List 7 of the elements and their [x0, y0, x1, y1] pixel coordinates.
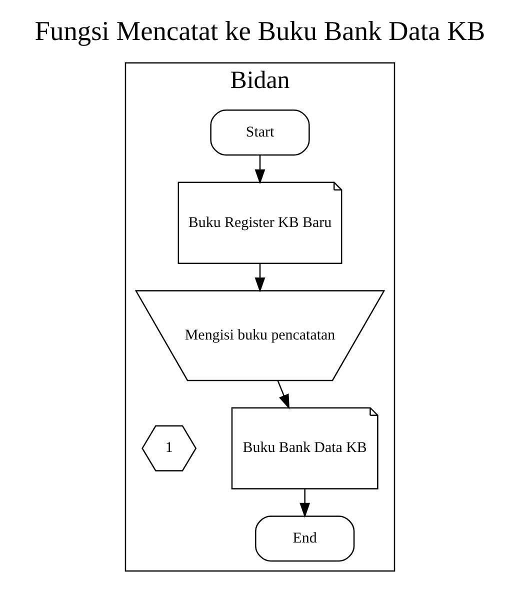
diagram-title: Fungsi Mencatat ke Buku Bank Data KB: [34, 16, 485, 46]
arrow: [299, 488, 310, 518]
node-box: Start: [210, 110, 310, 156]
arrow: [254, 155, 265, 184]
node-box: End: [254, 516, 354, 562]
arrow: [254, 264, 265, 292]
arrow: [276, 380, 289, 410]
